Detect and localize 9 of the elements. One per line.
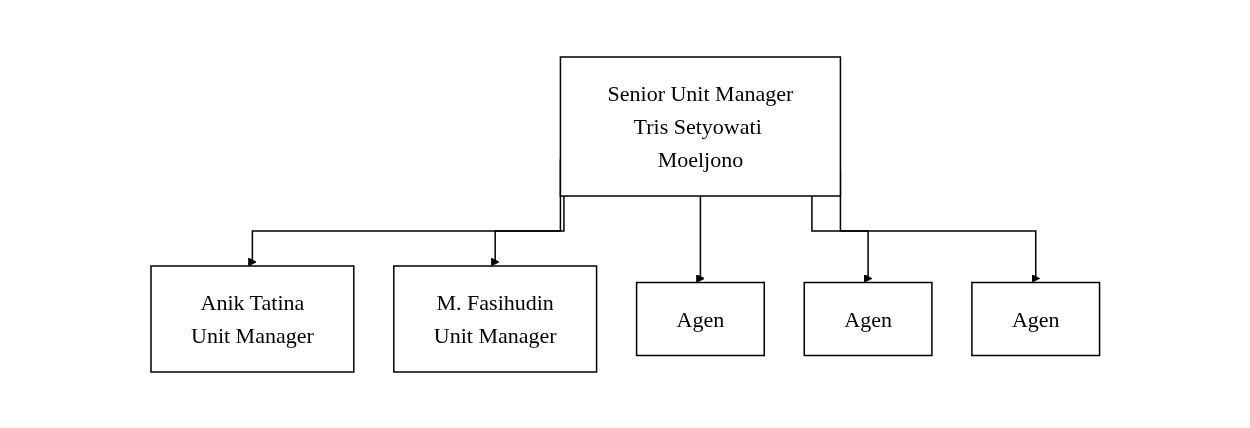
node-box: Agen [970,281,1101,356]
arrow [810,194,873,283]
node-box: Agen [803,281,933,356]
arrow [695,194,705,283]
node-box: Senior Unit Manager Tris Setyowati Moeljono [559,55,841,197]
arrow [490,194,565,266]
node-box: Agen [635,281,765,356]
node-box: M. Fasihudin Unit Manager [392,264,598,373]
node-box: Anik Tatina Unit Manager [149,264,355,373]
